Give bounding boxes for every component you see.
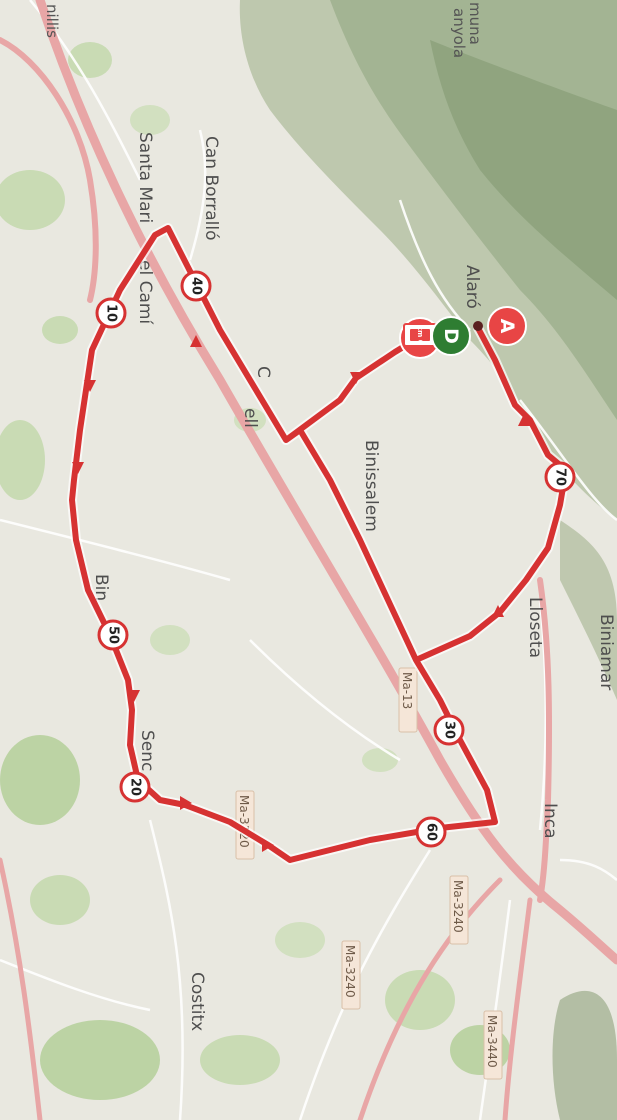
arrow-icon — [128, 690, 140, 702]
label-binissalem: Binissalem — [361, 440, 381, 532]
km-marker-10[interactable]: 10 — [95, 297, 127, 329]
label-lloseta: Lloseta — [525, 597, 545, 658]
arrow-icon — [190, 335, 202, 347]
arrow-icon — [72, 462, 84, 474]
road-label-ma3240-a: Ma-3240 — [451, 880, 465, 933]
start-marker[interactable]: A — [487, 306, 527, 346]
label-alaro: Alaró — [462, 265, 482, 309]
arrow-icon — [262, 838, 274, 852]
road-label-ma3240-b: Ma-3240 — [343, 945, 357, 998]
km-marker-circle — [544, 461, 576, 493]
arrow-icon — [350, 372, 362, 384]
km-marker-circle — [180, 270, 212, 302]
label-top-right-2: anyola — [450, 8, 468, 58]
km-marker-30[interactable]: 30 — [433, 714, 465, 746]
label-del-cami: el Camí — [135, 260, 155, 325]
km-marker-circle — [97, 619, 129, 651]
label-santa-maria: Santa Mari — [135, 132, 155, 223]
km-marker-70[interactable]: 70 — [544, 461, 576, 493]
km-marker-40[interactable]: 40 — [180, 270, 212, 302]
label-top-left: nillis — [43, 4, 61, 38]
km-marker-50[interactable]: 50 — [97, 619, 129, 651]
finish-marker-label: D — [440, 328, 462, 344]
label-top-right-1: muna — [466, 2, 484, 45]
road-label-ma3440: Ma-3440 — [485, 1015, 499, 1068]
label-consell: C — [253, 366, 273, 378]
km-marker-circle — [95, 297, 127, 329]
km-marker-label: 70 — [553, 468, 568, 486]
label-costitx: Costitx — [187, 972, 207, 1031]
km0-label: km 0 — [416, 325, 424, 344]
start-finish-markers: km 0 D A — [399, 306, 527, 359]
label-consell-end: ell — [240, 408, 260, 428]
km-marker-circle — [119, 771, 151, 803]
road-label-ma13: Ma-13 — [400, 672, 414, 709]
finish-marker[interactable]: D — [431, 316, 471, 356]
start-marker-label: A — [496, 319, 518, 334]
arrow-icon — [518, 414, 530, 426]
km-marker-label: 20 — [128, 778, 143, 796]
km-marker-label: 60 — [424, 823, 439, 841]
km-marker-label: 10 — [104, 304, 119, 322]
label-inca: Inca — [540, 803, 560, 839]
km-marker-label: 50 — [106, 626, 121, 644]
arrow-icon — [492, 605, 504, 617]
km-marker-circle — [415, 816, 447, 848]
label-biniamar: Biniamar — [596, 614, 616, 690]
start-point-dot — [473, 321, 483, 331]
km-marker-circle — [433, 714, 465, 746]
km-marker-label: 40 — [189, 277, 204, 295]
km-marker-20[interactable]: 20 — [119, 771, 151, 803]
label-binali: Bin — [91, 574, 111, 601]
km-marker-60[interactable]: 60 — [415, 816, 447, 848]
place-labels: Santa Mari el Camí Can Borralló Alaró Bi… — [43, 2, 616, 1031]
label-can-borrallo: Can Borralló — [201, 136, 221, 240]
arrow-icon — [84, 380, 96, 392]
km-marker-label: 30 — [442, 721, 457, 739]
direction-arrows — [72, 335, 530, 852]
label-sencelles: Senc — [137, 730, 157, 771]
road-label-ma3120: Ma-3120 — [237, 795, 251, 848]
arrow-icon — [180, 796, 192, 810]
km-markers: 10 20 30 40 50 60 70 — [95, 270, 576, 848]
